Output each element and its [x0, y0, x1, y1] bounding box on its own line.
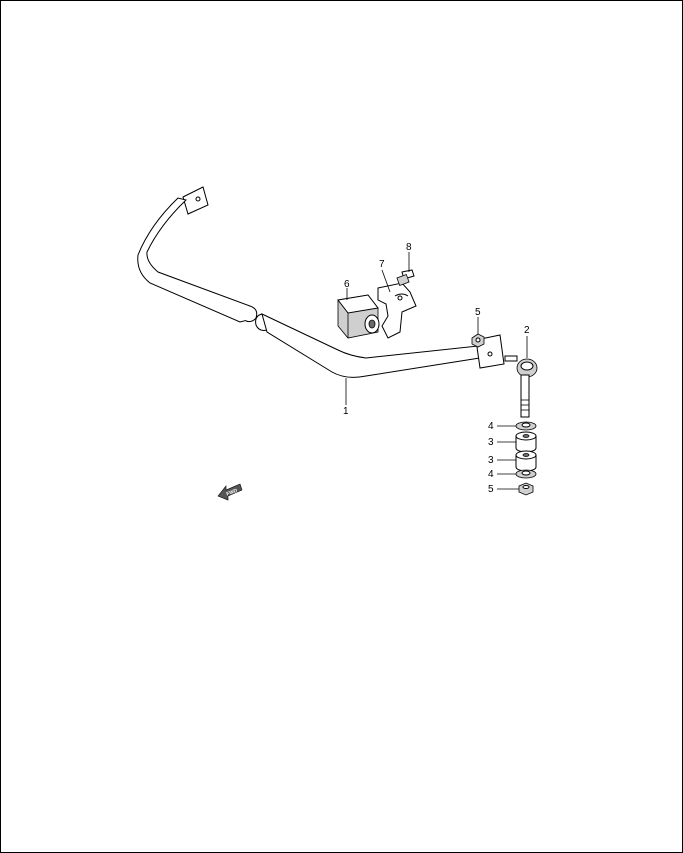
washer-lower[interactable]: [515, 469, 537, 479]
forward-arrow-label: FWD: [226, 488, 239, 498]
stabilizer-link[interactable]: [504, 355, 538, 418]
callout-4-lower: 4: [488, 469, 494, 480]
stabilizer-bushing[interactable]: [337, 294, 380, 339]
bracket-bolt[interactable]: [396, 269, 415, 286]
nut-lower[interactable]: [518, 482, 534, 496]
callout-2: 2: [524, 325, 530, 336]
callout-4-upper: 4: [488, 421, 494, 432]
callout-5-upper: 5: [475, 307, 481, 318]
forward-arrow-icon: FWD: [217, 483, 243, 501]
washer-upper[interactable]: [515, 421, 537, 431]
callout-3-lower: 3: [488, 455, 494, 466]
cushion-lower[interactable]: [515, 450, 537, 472]
leader-7: [381, 269, 391, 293]
bushing-bracket[interactable]: [377, 282, 417, 339]
callout-8: 8: [406, 242, 412, 253]
cushion-upper[interactable]: [515, 431, 537, 453]
callout-1: 1: [343, 406, 349, 417]
nut-upper[interactable]: [471, 333, 485, 348]
callout-5-lower: 5: [488, 484, 494, 495]
stabilizer-bar[interactable]: [137, 186, 505, 378]
callout-7: 7: [379, 259, 385, 270]
callout-6: 6: [344, 279, 350, 290]
callout-3-upper: 3: [488, 437, 494, 448]
